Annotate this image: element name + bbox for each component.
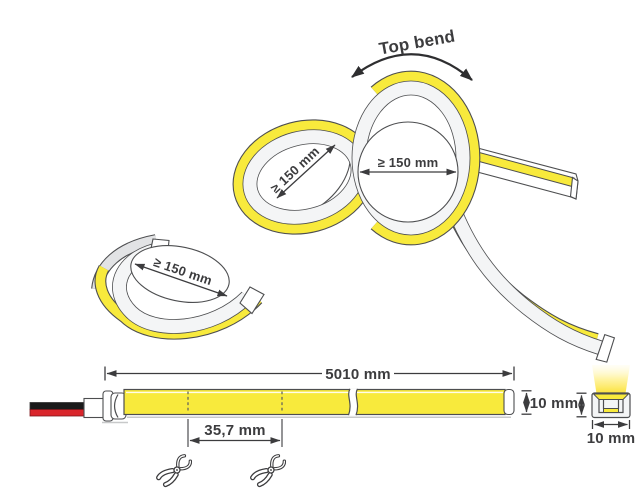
bend-illustration: ≥ 150 mm ≥ 150 mm Top bend (232, 27, 616, 363)
straight-tail-segment (465, 145, 579, 200)
strip-end-cap (503, 388, 515, 416)
power-wires (29, 402, 87, 417)
bend-radius-circle-dimension: ≥ 150 mm (359, 155, 457, 176)
strip-diagram: 5010 mm 35,7 mm 10 mm (29, 366, 579, 488)
led-strip-body (123, 388, 515, 419)
light-glow-icon (592, 365, 630, 394)
wire-black (29, 402, 87, 410)
strip-surface (123, 388, 506, 416)
strip-break (347, 388, 359, 416)
total-length-dimension: 5010 mm (104, 366, 515, 383)
wire-red (29, 409, 86, 417)
strip-height-label: 10 mm (530, 395, 579, 412)
large-loop (351, 70, 481, 246)
end-cap-connector (83, 390, 128, 424)
pliers-icon-2 (252, 453, 286, 488)
strip-height-dimension: 10 mm (521, 390, 579, 415)
strip-width-dimension: 10 mm (587, 420, 636, 447)
curved-tail-end-cut-face (595, 333, 616, 363)
strip-width-label: 10 mm (587, 430, 636, 447)
horseshoe-segment: ≥ 150 mm (91, 234, 265, 340)
emitting-surface (592, 393, 630, 400)
cut-increment-label: 35,7 mm (204, 422, 265, 439)
cross-section: 10 mm (576, 365, 636, 447)
horseshoe-end-cut-face-right (239, 286, 265, 315)
led-emitter-strip (603, 408, 619, 413)
pliers-icon-1 (158, 453, 192, 488)
bend-radius-circle-label: ≥ 150 mm (378, 155, 439, 170)
total-length-label: 5010 mm (325, 366, 391, 383)
tail-end-cut-face (569, 176, 579, 200)
cut-increment-dimension: 35,7 mm (187, 419, 283, 447)
top-bend-arrow (351, 53, 473, 81)
profile-height-dimension (576, 392, 587, 418)
curved-tail-segment (439, 192, 616, 363)
